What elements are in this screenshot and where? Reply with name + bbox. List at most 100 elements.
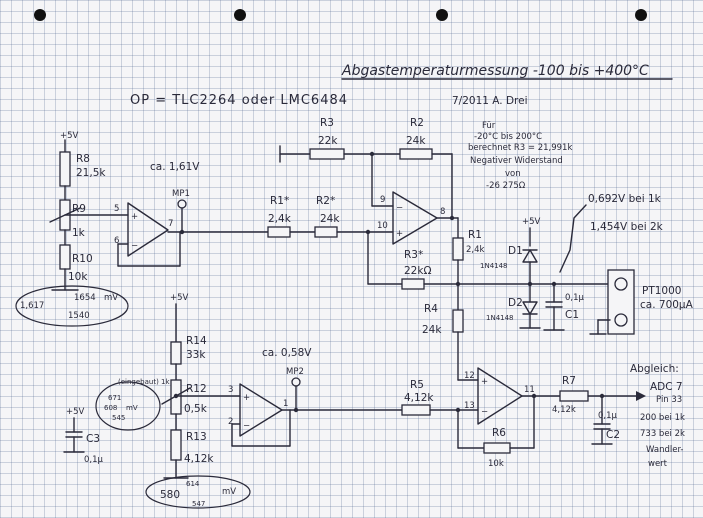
opamp-u1: + − 5 6 7	[114, 202, 269, 267]
mp2-voltage: ca. 0,58V	[262, 347, 312, 359]
r3a-name: R3*	[404, 249, 423, 261]
measurement-bottom: 614 580 mV 547	[145, 475, 251, 509]
r2-name: R2	[410, 117, 424, 129]
svg-text:−: −	[481, 407, 488, 417]
c1-value: 0,1µ	[565, 293, 585, 303]
adc-pin: Pin 33	[656, 395, 682, 405]
date-author: 7/2011 A. Drei	[452, 95, 528, 107]
capacitor-c3: +5V C3 0,1µ	[63, 407, 104, 465]
resistor-r10	[59, 244, 71, 270]
pin-label: 9	[380, 195, 385, 205]
opamp-u4: + − 12 13 11	[464, 367, 535, 425]
pin-label: 10	[377, 221, 388, 231]
r12-setting: (eingebaut) 1k	[118, 378, 170, 386]
svg-text:−: −	[396, 203, 403, 213]
vplus-label: +5V	[170, 293, 189, 303]
pin-label: 11	[524, 385, 535, 395]
r1-value: 2,4k	[466, 245, 485, 255]
svg-text:+: +	[481, 377, 488, 387]
r14-value: 33k	[186, 349, 206, 361]
measurement-mid: 671 608 mV 545	[95, 381, 161, 431]
resistor-r5: R5 4,12k	[401, 379, 434, 416]
meas-unit: mV	[104, 293, 118, 303]
adc-value-2k: 733 bei 2k	[640, 429, 685, 439]
punch-hole	[34, 9, 46, 21]
punch-hole	[234, 9, 246, 21]
resistor-r8	[59, 151, 71, 187]
resistor-r3-star: R3* 22kΩ	[401, 249, 431, 290]
r12-value: 0,5k	[184, 403, 208, 415]
junction-dots	[173, 151, 605, 413]
r8-name: R8	[76, 153, 90, 165]
mp2-label: MP2	[286, 367, 304, 377]
meas-value: 580	[160, 489, 180, 501]
punch-hole	[635, 9, 647, 21]
r2-value: 24k	[406, 135, 426, 147]
d2-value: 1N4148	[486, 314, 514, 322]
calculation-note: Für -20°C bis 200°C berechnet R3 = 21,99…	[468, 121, 572, 191]
pin-label: 6	[114, 236, 119, 246]
pin-label: 5	[114, 204, 119, 214]
opamp-u3: + − 3 2 1	[228, 383, 403, 447]
meas-value: 614	[186, 480, 200, 488]
resistor-r6: R6 10k	[483, 427, 511, 469]
r4-name: R4	[424, 303, 438, 315]
pt1000-current: ca. 700µA	[640, 299, 694, 311]
resistor-r7: R7 4,12k	[552, 375, 589, 415]
c1-name: C1	[565, 309, 579, 321]
r14-name: R14	[186, 335, 207, 347]
pt1000-name: PT1000	[642, 285, 681, 297]
pin-label: 7	[168, 219, 173, 229]
meas-value: 545	[112, 414, 125, 422]
r3a-value: 22kΩ	[404, 265, 431, 277]
resistor-r1-star: R1* 2,4k	[267, 195, 292, 238]
annotation-arrow	[559, 204, 587, 273]
r7-name: R7	[562, 375, 576, 387]
r9-name: R9	[72, 203, 86, 215]
pin-label: 8	[440, 207, 445, 217]
adc-note: wert	[648, 459, 668, 469]
r1-name: R1	[468, 229, 482, 241]
note-line: Negativer Widerstand	[470, 156, 563, 166]
r7-value: 4,12k	[552, 405, 576, 415]
resistor-r14	[170, 341, 182, 365]
adc-value-1k: 200 bei 1k	[640, 413, 685, 423]
r8-value: 21,5k	[76, 167, 106, 179]
meas-value: 1654	[74, 293, 96, 303]
note-line: Für	[482, 121, 496, 131]
c3-name: C3	[86, 433, 100, 445]
note-line: -20°C bis 200°C	[474, 132, 542, 142]
d1-name: D1	[508, 245, 523, 257]
meas-value: 1540	[68, 311, 90, 321]
vplus-label: +5V	[66, 407, 85, 417]
vplus-label: +5V	[522, 217, 541, 227]
note-line: berechnet R3 = 21,991k	[468, 143, 572, 153]
r5-name: R5	[410, 379, 424, 391]
resistor-r13	[170, 429, 182, 461]
r6-name: R6	[492, 427, 506, 439]
c3-value: 0,1µ	[84, 455, 104, 465]
d1-value: 1N4148	[480, 262, 508, 270]
svg-text:+: +	[243, 393, 250, 403]
diode-d2: D2 1N4148	[486, 297, 538, 322]
r3-value: 22k	[318, 135, 338, 147]
meas-value: 608	[104, 404, 117, 412]
mp1-label: MP1	[172, 189, 190, 199]
c2-value: 0,1µ	[598, 411, 618, 421]
r3-name: R3	[320, 117, 334, 129]
pin-label: 12	[464, 371, 475, 381]
svg-text:−: −	[131, 241, 138, 251]
pin-label: 3	[228, 385, 233, 395]
r2a-name: R2*	[316, 195, 335, 207]
meas-value: 1,617	[20, 301, 44, 311]
testpoint-mp1: MP1 ca. 1,61V	[150, 161, 200, 233]
note-line: -26 275Ω	[486, 181, 526, 191]
r2a-value: 24k	[320, 213, 340, 225]
meas-unit: mV	[126, 404, 138, 412]
r1a-name: R1*	[270, 195, 289, 207]
meas-unit: mV	[222, 487, 236, 497]
r10-value: 10k	[68, 271, 88, 283]
pt-measure-2k: 1,454V bei 2k	[590, 221, 664, 233]
resistor-r4: R4 24k	[422, 303, 464, 336]
